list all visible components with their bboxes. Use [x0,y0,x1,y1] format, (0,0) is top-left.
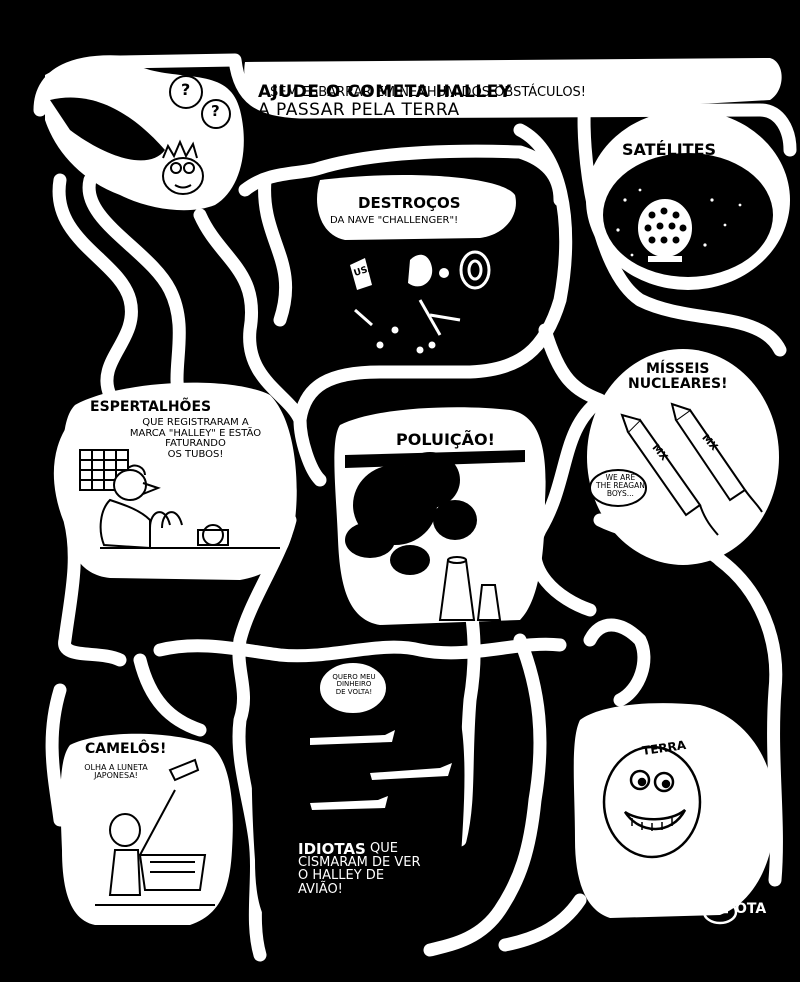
maze-path [498,893,587,952]
satellites-subtitle: E OUTROS LIXOS! [642,165,731,176]
maze-path [133,653,207,737]
tricksters-panel [62,382,297,580]
title-rest: A PASSAR PELA TERRA [258,99,460,120]
question-bubble [169,75,203,109]
vendors-speech: OLHA A LUNETA JAPONESA! [84,763,148,781]
missiles-speech: WE ARE THE REAGAN BOYS... [596,473,645,498]
missiles-title: MÍSSEIS NUCLEARES! [628,361,728,392]
comet-character [162,139,204,195]
debris-title: DESTROÇOS [358,194,461,212]
planes-speech: QUERO MEU DINHEIRO DE VOLTA! [332,673,376,696]
maze-path [193,208,307,427]
maze-path [52,173,138,402]
vendors-title: CAMELÔS! [85,741,167,757]
debris-subtitle: DA NAVE "CHALLENGER"! [330,215,459,226]
tricksters-drawing [79,449,280,550]
earth-face [602,745,702,859]
vendors-panel [60,733,233,925]
question-bubble [201,99,231,129]
planes-title-rest: QUE CISMARAM DE VER O HALLEY DE AVIÃO! [298,841,421,897]
missiles-drawing [589,402,763,536]
tricksters-title: ESPERTALHÕES [90,399,212,415]
maze-path [423,633,547,957]
vendor-drawing [95,758,215,906]
maze-path [153,637,567,663]
maze-path [577,93,787,357]
airplanes [310,730,452,810]
maze-path [293,123,573,427]
debris-panel [317,175,516,240]
maze-path [45,683,67,827]
smog-cloud [345,450,525,575]
signature: OTA [735,901,767,917]
maze-path [82,173,187,407]
title-bold: AJUDE O COMETA HALLEY [258,81,512,102]
satellites-title: SATÉLITES [622,140,717,159]
planes-speech-bubble [318,661,388,715]
maze-path [528,323,607,617]
maze-path [293,413,327,487]
maze-path [583,618,651,707]
title-line-1: AJUDE O COMETA HALLEY A PASSAR PELA TERR… [258,66,512,120]
factory-chimneys [438,556,502,621]
question-mark: ? [211,102,220,120]
planes-title-bold: IDIOTAS [298,840,366,858]
tricksters-text: QUE REGISTRARAM A MARCA "HALLEY" E ESTÃO… [129,417,262,460]
maze-path [238,144,567,207]
title-line-2: SEM ESBARRAR EM NENHUM DOS OBSTÁCULOS! [270,85,587,100]
satellite-icon [636,197,694,262]
stars [616,188,742,257]
missiles-panel [587,349,779,565]
pollution-title: POLUIÇÃO! [396,430,495,449]
signature-logo [702,899,738,925]
title-banner [244,58,782,108]
comet-tail [50,97,165,161]
question-mark: ? [181,80,191,99]
maze-path [258,173,293,327]
maze-paths [33,53,797,962]
debris-objects [350,250,491,354]
